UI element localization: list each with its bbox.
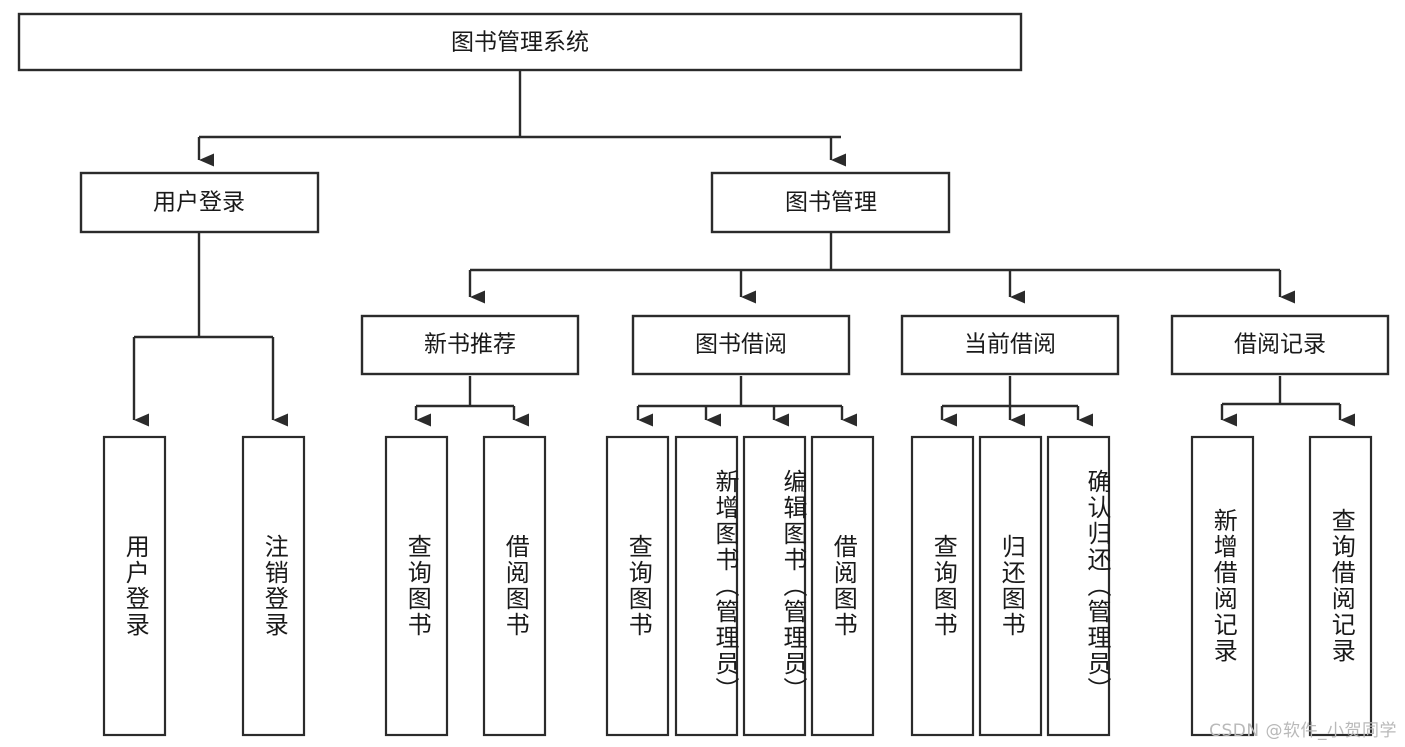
connectors-current-borrow-to-leaves <box>940 376 1093 427</box>
leaf-box-confirm-return[interactable] <box>1046 435 1111 737</box>
node-borrow-record[interactable]: 借阅记录 <box>1170 314 1390 376</box>
node-user-login-box[interactable] <box>79 171 320 234</box>
node-new-book-rec-box[interactable] <box>360 314 580 376</box>
node-root[interactable]: 图书管理系统 <box>17 12 1023 72</box>
connectors-root-to-level2 <box>197 70 846 167</box>
node-user-login-label: 用户登录 <box>153 190 245 216</box>
node-book-borrow-box[interactable] <box>631 314 851 376</box>
node-book-manage[interactable]: 图书管理 <box>710 171 951 234</box>
leaf-box-logout[interactable] <box>241 435 306 737</box>
node-root-label: 图书管理系统 <box>451 30 589 56</box>
node-borrow-record-box[interactable] <box>1170 314 1390 376</box>
leaf-box-edit-book[interactable] <box>742 435 807 737</box>
connectors-user-login-to-leaves <box>132 232 288 427</box>
connectors-borrow-record-to-leaves <box>1220 376 1355 427</box>
leaf-box-query-book-3[interactable] <box>910 435 975 737</box>
leaf-box-add-book[interactable] <box>674 435 739 737</box>
connectors-book-borrow-to-leaves <box>636 376 857 427</box>
node-user-login[interactable]: 用户登录 <box>79 171 320 234</box>
connectors-book-manage-to-level3 <box>468 232 1295 304</box>
leaf-box-return-book[interactable] <box>978 435 1043 737</box>
node-book-manage-label: 图书管理 <box>785 190 877 216</box>
leaf-box-query-record[interactable] <box>1308 435 1373 737</box>
leaf-box-add-record[interactable] <box>1190 435 1255 737</box>
node-current-borrow-label: 当前借阅 <box>964 332 1056 358</box>
leaf-box-query-book-2[interactable] <box>605 435 670 737</box>
node-book-borrow[interactable]: 图书借阅 <box>631 314 851 376</box>
leaf-box-user-login[interactable] <box>102 435 167 737</box>
connectors-new-book-rec-to-leaves <box>414 376 529 427</box>
leaf-boxes <box>102 435 1373 737</box>
leaf-box-borrow-book-2[interactable] <box>810 435 875 737</box>
csdn-watermark: CSDN @软件_小贺同学 <box>1209 721 1397 741</box>
node-book-borrow-label: 图书借阅 <box>695 332 787 358</box>
node-new-book-rec-label: 新书推荐 <box>424 332 516 358</box>
node-new-book-rec[interactable]: 新书推荐 <box>360 314 580 376</box>
node-current-borrow[interactable]: 当前借阅 <box>900 314 1120 376</box>
leaf-box-borrow-book-1[interactable] <box>482 435 547 737</box>
node-borrow-record-label: 借阅记录 <box>1234 332 1326 358</box>
node-book-manage-box[interactable] <box>710 171 951 234</box>
leaf-box-query-book-1[interactable] <box>384 435 449 737</box>
node-root-box[interactable] <box>17 12 1023 72</box>
node-current-borrow-box[interactable] <box>900 314 1120 376</box>
